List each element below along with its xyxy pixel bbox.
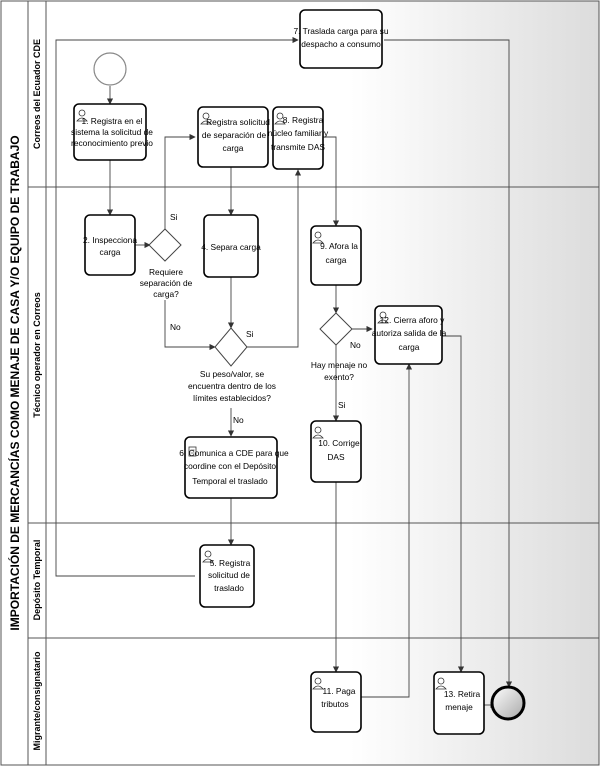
gateway-peso-valor-no: No bbox=[233, 415, 244, 425]
pool-title: IMPORTACIÓN DE MERCANCÍAS COMO MENAJE DE… bbox=[7, 135, 22, 630]
flow-t8-t9 bbox=[321, 136, 340, 227]
user-icon bbox=[76, 109, 88, 122]
task-2-line-2: carga bbox=[100, 247, 121, 257]
lane-label-tecnico: Técnico operador en Correos bbox=[32, 292, 42, 418]
task-12-line-1: 12. Cierra aforo y bbox=[380, 315, 446, 325]
gateway-separacion-question-1: Requiere bbox=[149, 267, 183, 277]
user-icon bbox=[312, 677, 324, 690]
lane-label-correos: Correos del Ecuador CDE bbox=[32, 39, 42, 149]
flow-t5-t7 bbox=[55, 36, 299, 577]
flow-t11-t12 bbox=[359, 363, 413, 698]
user-icon bbox=[312, 426, 324, 439]
task-8[interactable]: 8. Registra núcleo familiar y transmite … bbox=[268, 106, 329, 170]
task-9-line-1: 9. Afora la bbox=[320, 241, 358, 251]
task-5-line-3: traslado bbox=[214, 583, 244, 593]
task-13-line-1: 13. Retira bbox=[444, 689, 481, 699]
task-1-line-2: sistema la solicitud de bbox=[71, 127, 153, 137]
lane-label-migrante: Migrante/consignatario bbox=[32, 651, 42, 751]
user-icon bbox=[200, 112, 212, 125]
end-event[interactable] bbox=[490, 685, 526, 721]
user-icon bbox=[435, 677, 447, 690]
gateway-menaje[interactable]: No Si Hay menaje no exento? bbox=[311, 312, 368, 410]
task-7-line-1: 7. Traslada carga para su bbox=[294, 26, 389, 36]
task-3-line-1: Registra solicitud bbox=[206, 117, 270, 127]
task-8-line-3: transmite DAS bbox=[271, 142, 325, 152]
task-2-line-1: 2. Inspecciona bbox=[83, 235, 137, 245]
user-icon bbox=[377, 311, 389, 324]
task-11[interactable]: 11. Paga tributos bbox=[310, 671, 362, 733]
gateway-separacion-question-2: separación de bbox=[140, 278, 193, 288]
task-3-line-2: de separación de bbox=[202, 130, 267, 140]
gateway-peso-valor-question-1: Su peso/valor, se bbox=[200, 369, 265, 379]
gateway-peso-valor[interactable]: Si No Su peso/valor, se encuentra dentro… bbox=[188, 327, 276, 425]
gateway-separacion[interactable]: Si No Requiere separación de carga? bbox=[140, 212, 193, 332]
task-4-line-1: 4. Separa carga bbox=[201, 242, 261, 252]
user-icon bbox=[202, 550, 214, 563]
task-10[interactable]: 10. Corrige DAS bbox=[310, 420, 362, 483]
task-4[interactable]: 4. Separa carga bbox=[201, 214, 261, 278]
gateway-menaje-question-1: Hay menaje no bbox=[311, 360, 368, 370]
task-13-line-2: menaje bbox=[445, 702, 473, 712]
gateway-menaje-yes: Si bbox=[338, 400, 346, 410]
task-10-line-2: DAS bbox=[327, 452, 345, 462]
lane-label-deposito: Depósito Temporal bbox=[32, 540, 42, 621]
task-13[interactable]: 13. Retira menaje bbox=[433, 671, 485, 735]
task-12[interactable]: 12. Cierra aforo y autoriza salida de la… bbox=[372, 305, 447, 365]
task-6[interactable]: 6. Comunica a CDE para que coordine con … bbox=[179, 436, 289, 499]
task-1-line-3: reconocimiento previo bbox=[71, 138, 153, 148]
task-9[interactable]: 9. Afora la carga bbox=[310, 225, 362, 286]
task-6-line-1: 6. Comunica a CDE para que bbox=[179, 448, 289, 458]
task-7[interactable]: 7. Traslada carga para su despacho a con… bbox=[294, 9, 389, 69]
gateway-peso-valor-yes: Si bbox=[246, 329, 254, 339]
task-3[interactable]: Registra solicitud de separación de carg… bbox=[197, 106, 270, 168]
lane-bg-deposito bbox=[46, 523, 599, 638]
task-3-line-3: carga bbox=[223, 143, 244, 153]
task-12-line-3: carga bbox=[399, 342, 420, 352]
task-11-line-2: tributos bbox=[321, 699, 348, 709]
task-11-line-1: 11. Paga bbox=[323, 686, 356, 696]
flow-g2-t8-si bbox=[246, 169, 302, 348]
task-5-line-2: solicitud de bbox=[208, 570, 250, 580]
task-1[interactable]: 1. Registra en el sistema la solicitud d… bbox=[71, 103, 153, 161]
flow-t12-t13 bbox=[442, 335, 465, 673]
task-9-line-2: carga bbox=[326, 255, 347, 265]
task-6-line-2: coordine con el Depósito bbox=[184, 461, 277, 471]
gateway-separacion-yes: Si bbox=[170, 212, 178, 222]
task-12-line-2: autoriza salida de la bbox=[372, 328, 447, 338]
flow-g1-g2-no bbox=[164, 300, 216, 351]
start-event[interactable] bbox=[93, 52, 127, 86]
task-2[interactable]: 2. Inspecciona carga bbox=[83, 214, 137, 276]
task-5-line-1: 5. Registra bbox=[210, 558, 251, 568]
task-8-line-2: núcleo familiar y bbox=[268, 128, 329, 138]
gateway-menaje-no: No bbox=[350, 340, 361, 350]
gateway-separacion-no: No bbox=[170, 322, 181, 332]
flow-t7-end bbox=[384, 39, 513, 688]
user-icon bbox=[312, 231, 324, 244]
task-6-line-3: Temporal el traslado bbox=[192, 476, 268, 486]
gateway-peso-valor-question-3: límites establecidos? bbox=[193, 393, 271, 403]
task-7-line-2: despacho a consumo bbox=[301, 39, 381, 49]
gateway-peso-valor-question-2: encuentra dentro de los bbox=[188, 381, 276, 391]
script-icon bbox=[188, 446, 197, 457]
user-icon bbox=[274, 112, 286, 125]
gateway-separacion-question-3: carga? bbox=[153, 289, 179, 299]
task-10-line-1: 10. Corrige bbox=[318, 438, 360, 448]
flow-g1-t3-si bbox=[164, 133, 196, 229]
sequence-flows bbox=[55, 36, 513, 709]
task-8-line-1: 8. Registra bbox=[283, 115, 324, 125]
task-5[interactable]: 5. Registra solicitud de traslado bbox=[199, 544, 255, 608]
task-1-line-1: 1. Registra en el bbox=[82, 116, 143, 126]
gateway-menaje-question-2: exento? bbox=[324, 372, 354, 382]
